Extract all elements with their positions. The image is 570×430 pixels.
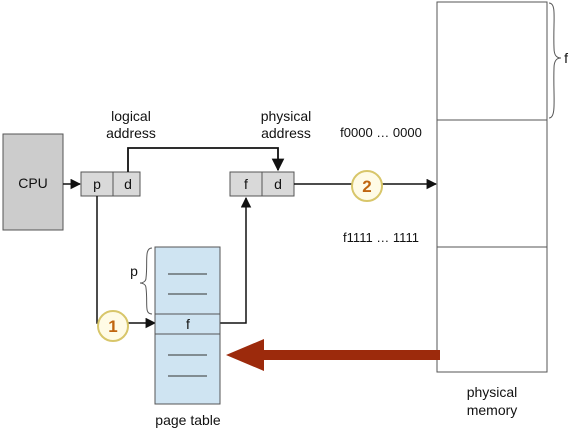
- offset-range-end: f1111 … 1111: [343, 230, 419, 245]
- cpu-box: [2, 133, 64, 231]
- logical-address-register: [80, 171, 141, 197]
- physical-offset-field: d: [274, 176, 282, 192]
- memory-frame-brace: [548, 2, 562, 119]
- logical-page-field: p: [93, 176, 101, 192]
- page-index-arrow: [96, 196, 157, 329]
- physical-address-label-line1: physical: [261, 108, 312, 124]
- offset-range-start: f0000 … 0000: [340, 125, 422, 140]
- logical-offset-field: d: [124, 176, 132, 192]
- offset-copy-arrow: [127, 147, 285, 172]
- page-index-label: p: [130, 263, 138, 279]
- logical-address-label-line1: logical: [111, 108, 151, 124]
- physical-address-label-line2: address: [261, 125, 311, 141]
- page-table: [154, 246, 221, 405]
- step-2-circle: [351, 170, 383, 202]
- cpu-label: CPU: [18, 175, 48, 191]
- frame-number-arrow: [220, 196, 252, 324]
- page-table-label: page table: [155, 412, 221, 428]
- memory-frame-label: f: [564, 50, 568, 66]
- page-index-brace: [139, 247, 153, 315]
- highlight-arrow-head: [226, 339, 264, 371]
- step-1-number: 1: [108, 317, 117, 336]
- step-2-number: 2: [362, 177, 371, 196]
- physical-memory-label-line1: physical: [467, 384, 518, 400]
- step-1-circle: [97, 310, 129, 342]
- logical-address-label-line2: address: [106, 125, 156, 141]
- page-table-entry-label: f: [186, 316, 190, 332]
- physical-memory: [436, 1, 548, 373]
- physical-memory-label-line2: memory: [467, 402, 518, 418]
- highlight-arrow-shaft: [262, 350, 440, 360]
- physical-frame-field: f: [244, 176, 248, 192]
